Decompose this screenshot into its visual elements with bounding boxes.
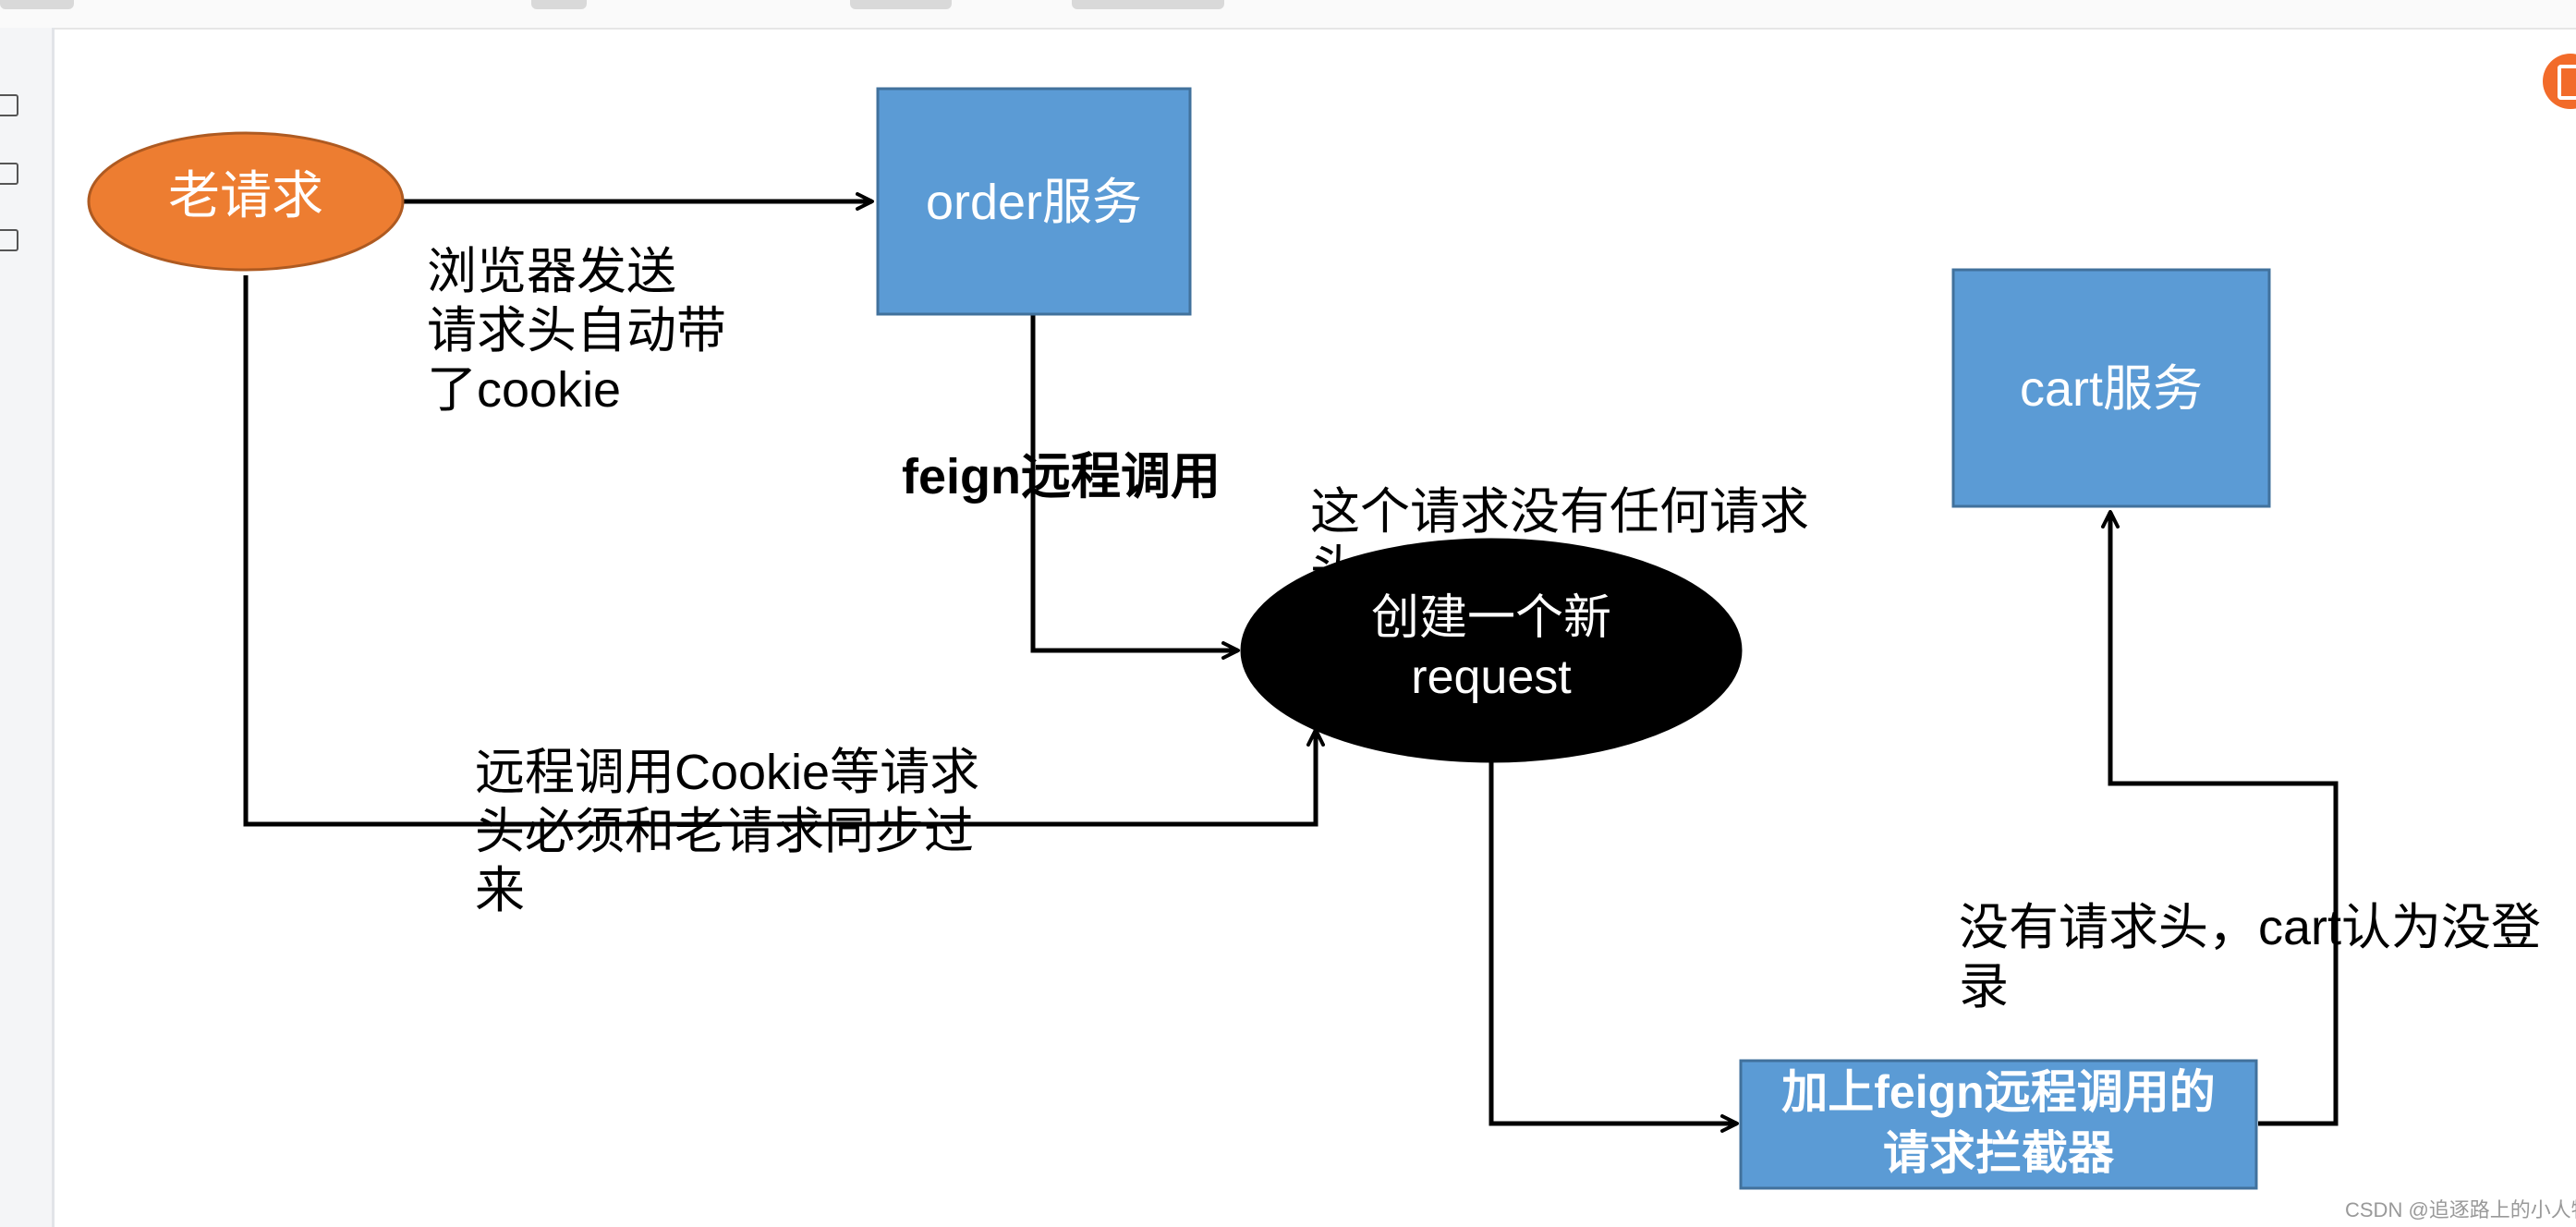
- sync-label-line2: 头必须和老请求同步过: [475, 804, 974, 859]
- feign-call-label: feign远程调用: [902, 449, 1221, 504]
- arrow-sync-cookie: [243, 275, 1325, 827]
- interceptor-node: [1739, 1059, 2258, 1190]
- toolbar-button[interactable]: [0, 0, 74, 9]
- old-request-node: [87, 131, 405, 272]
- browser-label-line1: 浏览器发送: [427, 244, 676, 299]
- cart-label-line2: 录: [1959, 959, 2009, 1014]
- arrow-interceptor-to-cart: [2101, 510, 2339, 1126]
- cart-label-line1: 没有请求头，cart认为没登: [1959, 900, 2542, 955]
- new-request-node: [1240, 538, 1743, 763]
- cart-service-node: [1951, 268, 2271, 508]
- no-header-label-line2: 头: [1310, 541, 1360, 597]
- comment-icon[interactable]: [0, 163, 18, 185]
- image-icon[interactable]: [0, 229, 18, 251]
- top-toolbar: [0, 0, 2576, 30]
- sync-label-line3: 来: [475, 863, 525, 918]
- toolbar-button[interactable]: [850, 0, 952, 9]
- toolbar-button[interactable]: [1072, 0, 1224, 9]
- list-icon[interactable]: [0, 94, 18, 116]
- arrow-new-request-to-interceptor: [1488, 761, 1739, 1133]
- order-service-node: [876, 87, 1192, 316]
- no-header-label-line1: 这个请求没有任何请求: [1310, 484, 1809, 540]
- sync-label-line1: 远程调用Cookie等请求: [475, 745, 980, 800]
- toolbar-button[interactable]: [531, 0, 587, 9]
- watermark: CSDN @追逐路上的小人物: [2345, 1198, 2576, 1221]
- arrow-order-to-new-request: [1030, 314, 1240, 660]
- badge-glyph-icon: [2558, 65, 2576, 100]
- browser-label-line3: 了cookie: [427, 362, 622, 418]
- browser-label-line2: 请求头自动带: [427, 303, 726, 358]
- side-rail: [0, 28, 55, 1227]
